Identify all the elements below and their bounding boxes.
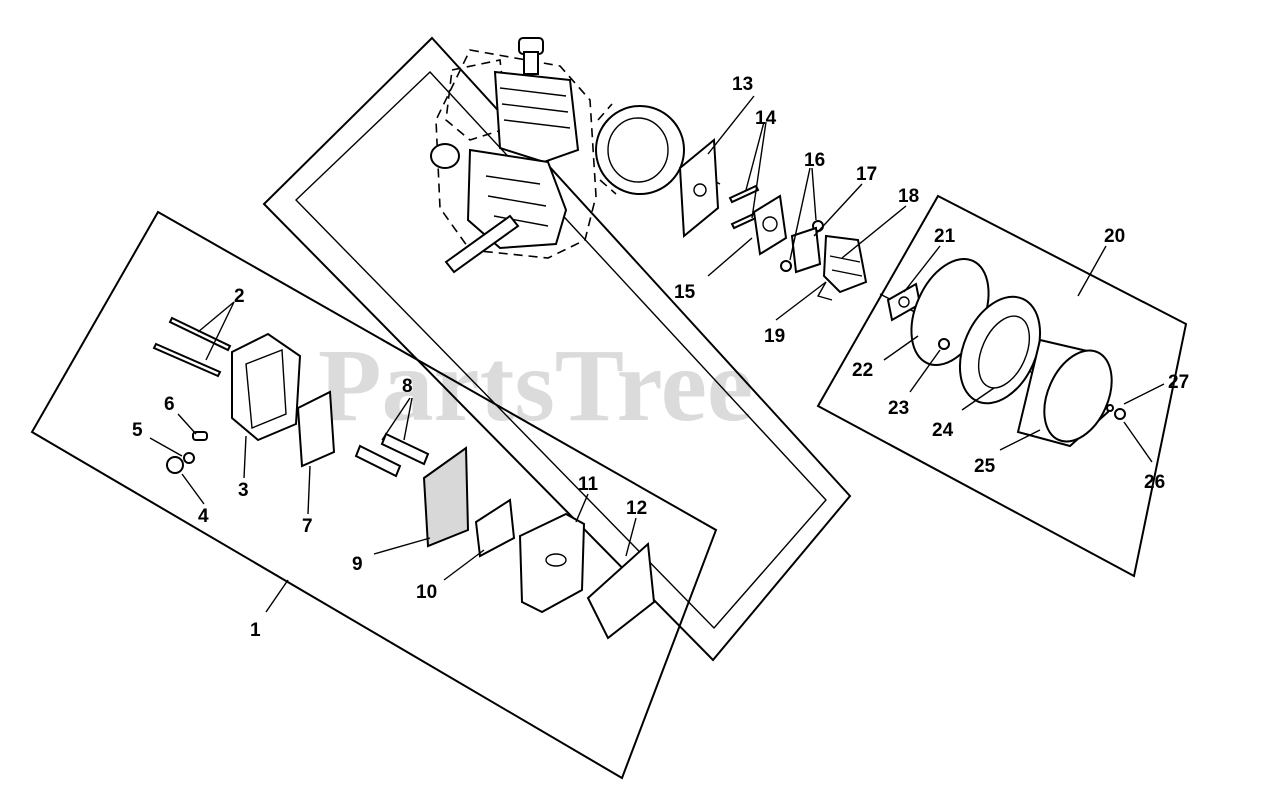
callout-22: 22 xyxy=(852,360,873,381)
callout-10: 10 xyxy=(416,582,437,603)
callout-labels: 13 14 16 17 18 15 19 20 21 22 23 24 25 2… xyxy=(132,74,1189,641)
callout-17: 17 xyxy=(856,164,877,185)
callout-4: 4 xyxy=(198,506,209,527)
callout-13: 13 xyxy=(732,74,753,95)
callout-14: 14 xyxy=(755,108,777,129)
muffler-parts xyxy=(152,316,656,640)
callout-9: 9 xyxy=(352,554,363,575)
callout-25: 25 xyxy=(974,456,996,477)
callout-2: 2 xyxy=(234,286,245,307)
callout-3: 3 xyxy=(238,480,249,501)
callout-18: 18 xyxy=(898,186,919,207)
watermark: PartsTree xyxy=(318,328,753,443)
callout-11: 11 xyxy=(578,474,599,495)
air-cleaner-parts xyxy=(886,258,1126,448)
air-cleaner-frame xyxy=(816,194,1188,578)
callout-23: 23 xyxy=(888,398,909,419)
callout-16: 16 xyxy=(804,150,825,171)
callout-15: 15 xyxy=(674,282,696,303)
callout-7: 7 xyxy=(302,516,313,537)
callout-20: 20 xyxy=(1104,226,1125,247)
callout-21: 21 xyxy=(934,226,956,247)
leader-lines xyxy=(149,95,1165,613)
callout-27: 27 xyxy=(1168,372,1189,393)
callout-8: 8 xyxy=(402,376,413,397)
callout-12: 12 xyxy=(626,498,647,519)
carburetor-parts xyxy=(678,137,868,301)
engine-frame xyxy=(262,36,852,662)
callout-5: 5 xyxy=(132,420,143,441)
callout-19: 19 xyxy=(764,326,785,347)
callout-1: 1 xyxy=(250,620,261,641)
muffler-frame xyxy=(30,210,718,780)
callout-24: 24 xyxy=(932,420,954,441)
engine-illustration xyxy=(430,37,685,274)
callout-6: 6 xyxy=(164,394,175,415)
callout-26: 26 xyxy=(1144,472,1165,493)
